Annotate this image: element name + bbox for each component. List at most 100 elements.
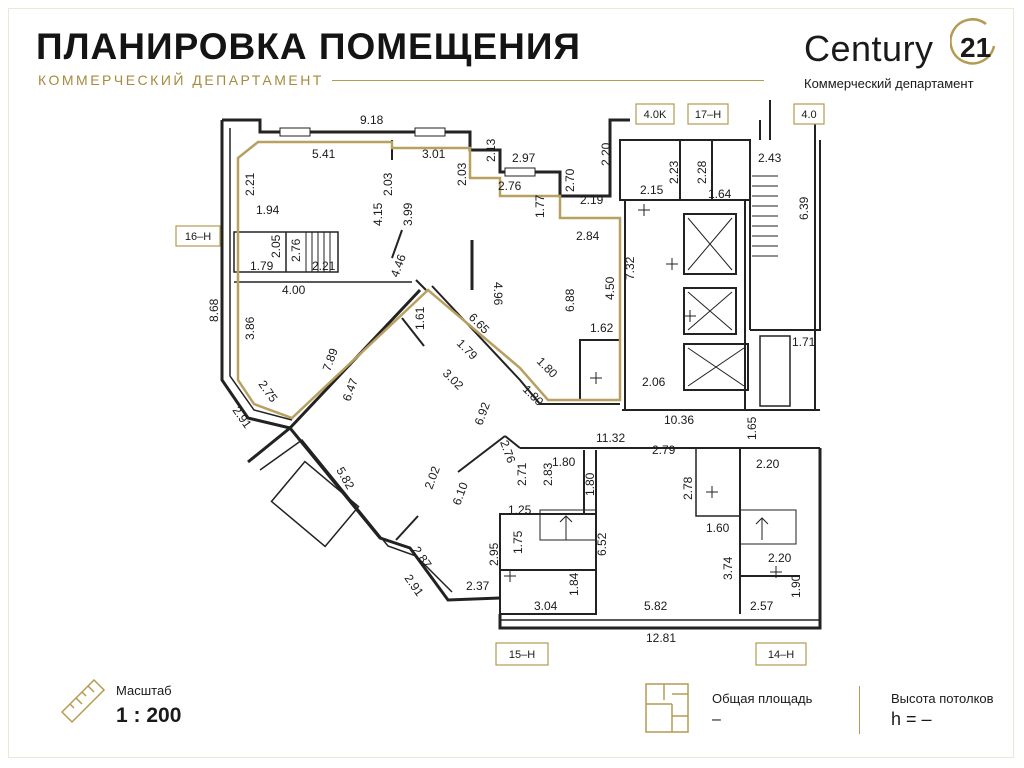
dim-label: 4.96 bbox=[491, 282, 505, 306]
dim-label: 2.71 bbox=[515, 462, 529, 486]
dim-label: 11.32 bbox=[596, 431, 625, 445]
dim-label: 6.65 bbox=[466, 310, 493, 337]
dim-label: 4.46 bbox=[388, 252, 409, 279]
dim-label: 7.89 bbox=[320, 346, 341, 373]
dim-label: 7.32 bbox=[623, 256, 637, 280]
scale-value: 1 : 200 bbox=[116, 704, 182, 727]
dim-label: 1.62 bbox=[590, 321, 614, 335]
logo-brand-text: Century bbox=[804, 28, 934, 69]
tag-17-h: 17–H bbox=[695, 109, 721, 121]
dim-label: 2.95 bbox=[487, 542, 501, 566]
dim-label: 2.13 bbox=[484, 138, 498, 162]
dim-label: 1.94 bbox=[256, 203, 280, 217]
dim-label: 1.80 bbox=[583, 472, 597, 496]
door-markers bbox=[504, 204, 782, 582]
dim-label: 2.75 bbox=[256, 378, 281, 405]
dim-label: 2.78 bbox=[681, 476, 695, 500]
logo-department: Коммерческий департамент bbox=[804, 76, 974, 91]
dim-label: 2.97 bbox=[512, 151, 536, 165]
dim-label: 1.71 bbox=[792, 335, 816, 349]
dim-label: 9.18 bbox=[360, 113, 384, 127]
dim-label: 1.79 bbox=[454, 336, 481, 363]
tag-15-h: 15–H bbox=[509, 649, 535, 661]
dim-label: 1.80 bbox=[552, 455, 576, 469]
tag-16-h: 16–H bbox=[185, 231, 211, 243]
floor-area-icon bbox=[645, 683, 689, 733]
dim-label: 3.02 bbox=[440, 366, 467, 393]
dim-label: 2.91 bbox=[230, 404, 255, 431]
dim-label: 3.01 bbox=[422, 147, 446, 161]
total-area-value: – bbox=[712, 711, 721, 728]
dim-label: 6.10 bbox=[450, 480, 471, 507]
tag-14-h: 14–H bbox=[768, 649, 794, 661]
dim-label: 1.80 bbox=[534, 354, 561, 381]
dim-label: 1.77 bbox=[533, 194, 547, 218]
dim-label: 2.57 bbox=[750, 599, 774, 613]
dim-label: 4.00 bbox=[282, 283, 306, 297]
dim-label: 2.20 bbox=[599, 142, 613, 166]
dim-label: 2.02 bbox=[422, 464, 443, 491]
dim-label: 4.50 bbox=[603, 276, 617, 300]
dim-label: 5.82 bbox=[644, 599, 668, 613]
logo-ring-icon bbox=[950, 18, 996, 65]
dim-label: 2.03 bbox=[455, 162, 469, 186]
dim-label: 2.20 bbox=[768, 551, 792, 565]
dim-label: 2.19 bbox=[580, 193, 604, 207]
dim-label: 1.84 bbox=[567, 572, 581, 596]
dim-label: 2.70 bbox=[563, 168, 577, 192]
total-area-label: Общая площадь bbox=[712, 691, 813, 706]
unit-tags: 4.0K 17–H 4.0 16–H 15–H 14–H bbox=[175, 103, 825, 666]
dim-label: 2.84 bbox=[576, 229, 600, 243]
dim-label: 6.92 bbox=[472, 400, 493, 427]
subtitle-row: КОММЕРЧЕСКИЙ ДЕПАРТАМЕНТ bbox=[38, 72, 764, 88]
dim-label: 4.15 bbox=[371, 202, 385, 226]
ceiling-height-label: Высота потолков bbox=[891, 691, 994, 706]
dim-label: 12.81 bbox=[646, 631, 676, 645]
dim-label: 2.28 bbox=[695, 160, 709, 184]
dim-label: 2.23 bbox=[667, 160, 681, 184]
footer-divider bbox=[859, 686, 860, 734]
century21-logo: Century 21 Коммерческий департамент bbox=[804, 14, 1004, 94]
dim-label: 1.79 bbox=[250, 259, 274, 273]
scale-label: Масштаб bbox=[116, 683, 172, 698]
dim-label: 2.83 bbox=[541, 462, 555, 486]
dim-label: 2.06 bbox=[642, 375, 666, 389]
dim-label: 3.99 bbox=[401, 202, 415, 226]
dim-label: 1.25 bbox=[508, 503, 532, 517]
dim-label: 1.60 bbox=[706, 521, 730, 535]
dim-label: 2.91 bbox=[402, 572, 427, 599]
dim-label: 1.61 bbox=[413, 306, 427, 330]
dim-label: 2.76 bbox=[498, 179, 522, 193]
dim-label: 8.68 bbox=[207, 298, 221, 322]
dim-label: 6.39 bbox=[797, 196, 811, 220]
dim-label: 3.86 bbox=[243, 316, 257, 340]
page-subtitle: КОММЕРЧЕСКИЙ ДЕПАРТАМЕНТ bbox=[38, 72, 324, 88]
dim-label: 2.20 bbox=[756, 457, 780, 471]
dim-label: 1.65 bbox=[745, 416, 759, 440]
dim-label: 3.04 bbox=[534, 599, 558, 613]
dim-label: 6.52 bbox=[595, 532, 609, 556]
subtitle-divider bbox=[331, 79, 764, 81]
dim-label: 2.76 bbox=[289, 238, 303, 262]
dimension-labels: 9.18 5.41 3.01 2.13 2.97 2.03 2.76 2.70 … bbox=[207, 113, 816, 645]
dim-label: 6.47 bbox=[340, 376, 361, 403]
dim-label: 1.90 bbox=[789, 574, 803, 598]
ruler-icon bbox=[60, 678, 106, 724]
dim-label: 2.37 bbox=[466, 579, 490, 593]
dim-label: 2.76 bbox=[497, 438, 518, 465]
dim-label: 2.05 bbox=[269, 234, 283, 258]
dim-label: 2.15 bbox=[640, 183, 664, 197]
dim-label: 6.88 bbox=[563, 288, 577, 312]
dim-label: 2.21 bbox=[312, 259, 336, 273]
logo-number: 21 bbox=[960, 32, 992, 63]
dim-label: 1.75 bbox=[511, 530, 525, 554]
tag-4-0k: 4.0K bbox=[644, 109, 667, 121]
dim-label: 2.03 bbox=[381, 172, 395, 196]
dim-label: 2.21 bbox=[243, 172, 257, 196]
dim-label: 10.36 bbox=[664, 413, 694, 427]
dim-label: 5.41 bbox=[312, 147, 336, 161]
dim-label: 2.43 bbox=[758, 151, 782, 165]
dim-label: 3.74 bbox=[721, 556, 735, 580]
tag-4-0: 4.0 bbox=[801, 109, 816, 121]
